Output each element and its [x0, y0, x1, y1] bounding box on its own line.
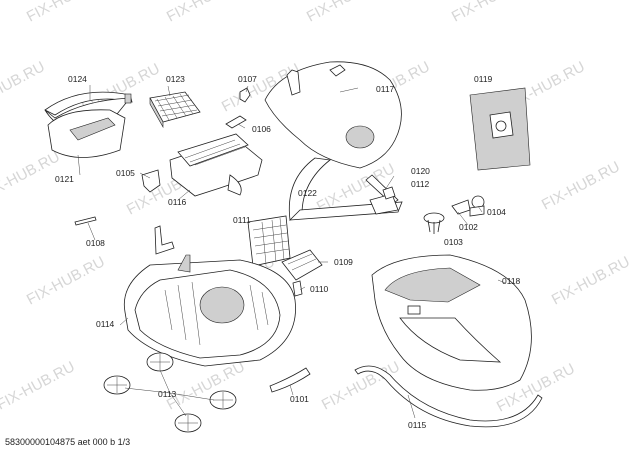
watermark: FIX-HUB.RU — [319, 358, 403, 413]
part-0113-wheel — [103, 375, 131, 395]
part-0111-exhaust-grille — [247, 215, 291, 267]
label-0112: 0112 — [411, 179, 430, 189]
label-0105: 0105 — [116, 168, 135, 178]
label-0124: 0124 — [68, 74, 87, 84]
label-0117: 0117 — [376, 84, 395, 94]
part-0105-clip — [141, 169, 161, 193]
watermark: FIX-HUB.RU — [549, 253, 633, 308]
label-0114: 0114 — [96, 319, 115, 329]
label-0123: 0123 — [166, 74, 185, 84]
label-0109: 0109 — [334, 257, 353, 267]
part-0113-wheel — [209, 390, 237, 410]
part-0110-screw — [292, 280, 303, 297]
part-0101-bumper — [269, 367, 311, 393]
label-0113: 0113 — [158, 389, 177, 399]
watermark: FIX-HUB.RU — [164, 0, 248, 26]
part-0115-bumper-strip — [354, 365, 543, 428]
leader-lines — [77, 85, 506, 419]
label-0111: 0111 — [233, 215, 251, 225]
label-0102: 0102 — [459, 222, 478, 232]
part-0116-filter-housing — [169, 133, 263, 197]
watermark-layer: FIX-HUB.RU FIX-HUB.RU FIX-HUB.RU FIX-HUB… — [0, 0, 633, 416]
label-0103: 0103 — [444, 237, 463, 247]
part-0120-latch — [382, 186, 396, 200]
part-0113-wheel — [146, 352, 174, 372]
part-0107-clip — [239, 87, 251, 103]
label-0115: 0115 — [408, 420, 427, 430]
label-0107: 0107 — [238, 74, 257, 84]
label-0121: 0121 — [55, 174, 74, 184]
part-0109-cord-guide — [281, 249, 323, 281]
part-0121-filter-cover — [47, 109, 126, 158]
part-0106-spring — [225, 115, 247, 129]
label-0122: 0122 — [298, 188, 317, 198]
label-0101: 0101 — [290, 394, 309, 404]
watermark: FIX-HUB.RU — [0, 358, 78, 413]
watermark: FIX-HUB.RU — [0, 58, 48, 113]
label-0110: 0110 — [310, 284, 329, 294]
footer-code: 58300000104875 aet 000 b 1/3 — [5, 437, 131, 447]
part-0104-knob — [469, 195, 485, 217]
part-labels: 0124 0123 0107 0117 0119 0106 0121 0105 … — [55, 74, 521, 430]
watermark: FIX-HUB.RU — [304, 0, 388, 26]
part-0108-pin — [74, 216, 97, 226]
label-0104: 0104 — [487, 207, 506, 217]
part-0114-base-housing — [123, 254, 296, 367]
part-0117-top-cover — [264, 61, 402, 169]
watermark: FIX-HUB.RU — [539, 158, 623, 213]
watermark: FIX-HUB.RU — [449, 0, 533, 26]
label-0116: 0116 — [168, 197, 187, 207]
label-0108: 0108 — [86, 238, 105, 248]
part-0102-clip — [451, 199, 471, 215]
part-0119-dust-bag — [469, 87, 531, 171]
part-0123-filter-grid — [149, 91, 201, 129]
label-0118: 0118 — [502, 276, 521, 286]
part-0103-wheel-hub — [423, 212, 445, 234]
label-0106: 0106 — [252, 124, 271, 134]
watermark: FIX-HUB.RU — [24, 0, 108, 26]
label-0120: 0120 — [411, 166, 430, 176]
watermark: FIX-HUB.RU — [0, 148, 63, 203]
part-bracket — [154, 225, 175, 255]
watermark: FIX-HUB.RU — [164, 358, 248, 413]
part-0118-main-body — [371, 254, 532, 391]
watermark: FIX-HUB.RU — [24, 253, 108, 308]
part-0113-wheel — [174, 413, 202, 433]
label-0119: 0119 — [474, 74, 493, 84]
